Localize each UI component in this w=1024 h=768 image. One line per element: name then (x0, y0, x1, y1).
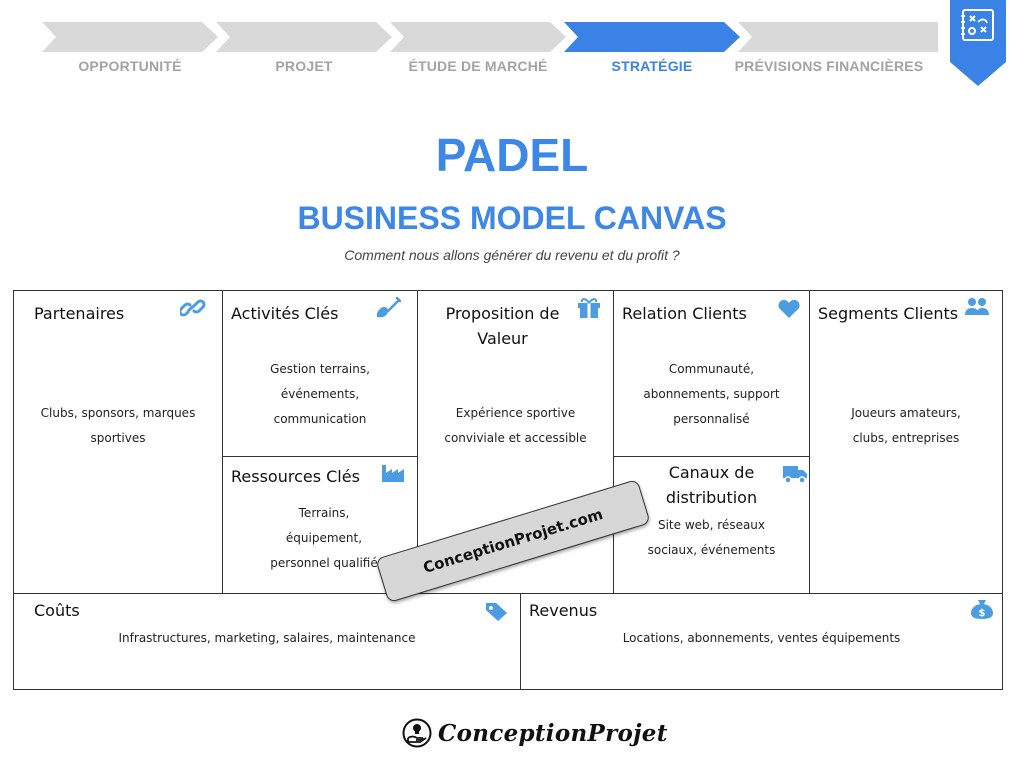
cell-canaux-de-distribution[interactable]: Canaux de distribution Site web, réseaux… (614, 457, 810, 594)
cell-revenus[interactable]: Revenus $ Locations, abonnements, ventes… (521, 594, 1002, 689)
truck-icon (783, 466, 807, 484)
cell-text: Communauté, abonnements, support personn… (643, 362, 780, 426)
step-label-etude-de-marche[interactable]: ÉTUDE DE MARCHÉ (408, 58, 548, 74)
cell-segments-clients[interactable]: Segments Clients Joueurs amateurs, clubs… (810, 291, 1002, 594)
hand-lightbulb-icon (402, 718, 432, 748)
cell-title: Revenus (529, 601, 598, 620)
cell-title: Coûts (34, 601, 80, 620)
business-model-canvas: Partenaires Clubs, sponsors, marques spo… (13, 290, 1003, 690)
page-tagline: Comment nous allons générer du revenu et… (344, 247, 680, 263)
cell-relation-clients[interactable]: Relation Clients Communauté, abonnements… (614, 291, 810, 457)
cell-title: Canaux de distribution (665, 463, 758, 507)
step-arrow (564, 22, 740, 52)
cell-title: Activités Clés (231, 304, 339, 323)
cell-activites-cles[interactable]: Activités Clés Gestion terrains, événeme… (223, 291, 418, 457)
step-arrow (216, 22, 392, 52)
step-projet[interactable] (216, 22, 392, 52)
shovel-icon (376, 297, 401, 318)
cell-title: Segments Clients (818, 304, 959, 323)
svg-text:$: $ (979, 608, 986, 619)
page-subtitle: BUSINESS MODEL CANVAS (297, 200, 727, 236)
money-bag-icon: $ (971, 600, 993, 619)
cell-text: Infrastructures, marketing, salaires, ma… (118, 631, 416, 645)
step-label-previsions-financieres[interactable]: PRÉVISIONS FINANCIÈRES (734, 58, 924, 74)
step-label-strategie[interactable]: STRATÉGIE (611, 58, 693, 74)
cell-title: Ressources Clés (231, 467, 360, 486)
step-label-opportunite[interactable]: OPPORTUNITÉ (78, 58, 182, 74)
step-strategie[interactable] (564, 22, 740, 52)
strategy-board-icon (950, 0, 1006, 86)
cell-text: Joueurs amateurs, clubs, entreprises (851, 406, 961, 445)
users-icon (965, 298, 989, 315)
step-arrow (42, 22, 218, 52)
heart-icon (778, 299, 800, 318)
footer-logo[interactable]: ConceptionProjet (402, 715, 668, 751)
step-arrow (390, 22, 566, 52)
cell-text: Gestion terrains, événements, communicat… (270, 362, 370, 426)
step-opportunite[interactable] (42, 22, 218, 52)
cell-partenaires[interactable]: Partenaires Clubs, sponsors, marques spo… (14, 291, 223, 594)
cell-text: Site web, réseaux sociaux, événements (647, 518, 776, 557)
cell-proposition-de-valeur[interactable]: Proposition de Valeur Expérience sportiv… (418, 291, 614, 594)
cell-ressources-cles[interactable]: Ressources Clés Terrains, équipement, pe… (223, 457, 418, 594)
tags-icon (486, 603, 507, 621)
step-previsions-financieres[interactable] (738, 22, 938, 52)
cell-title: Partenaires (34, 304, 125, 323)
cell-title: Relation Clients (622, 304, 747, 323)
cell-text: Terrains, équipement, personnel qualifié (270, 506, 378, 570)
cell-couts[interactable]: Coûts Infrastructures, marketing, salair… (14, 594, 521, 689)
cell-text: Locations, abonnements, ventes équipemen… (622, 631, 901, 645)
cell-text: Expérience sportive conviviale et access… (444, 406, 587, 445)
link-icon (180, 299, 206, 317)
step-arrow (738, 22, 938, 52)
progress-stepper: OPPORTUNITÉ PROJET ÉTUDE DE MARCHÉ STRAT… (0, 0, 1024, 90)
step-label-projet[interactable]: PROJET (275, 58, 333, 74)
cell-text: Clubs, sponsors, marques sportives (40, 406, 196, 445)
footer-brand: ConceptionProjet (438, 719, 668, 747)
page-title: PADEL (435, 129, 589, 181)
gift-icon (578, 298, 600, 318)
step-etude-de-marche[interactable] (390, 22, 566, 52)
cell-title: Proposition de Valeur (445, 304, 560, 348)
factory-icon (382, 465, 404, 482)
